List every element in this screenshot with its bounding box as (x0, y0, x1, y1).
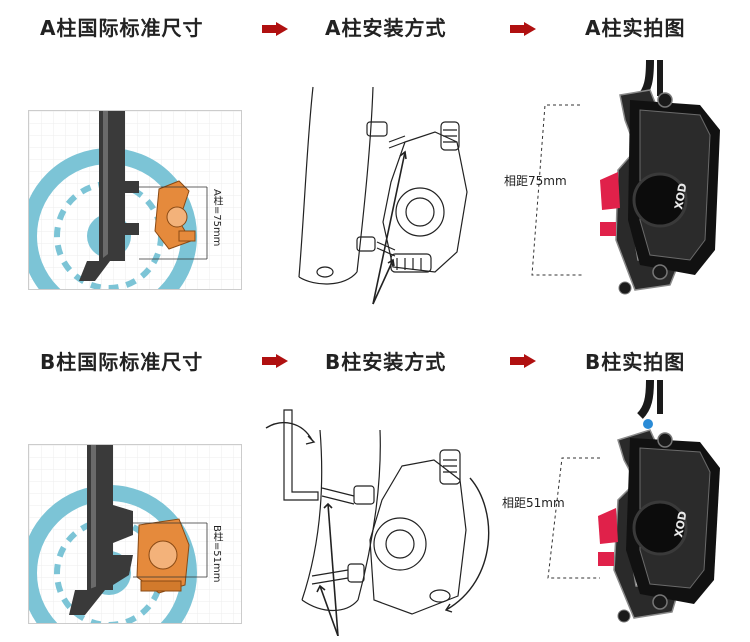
row-b-standard-diagram: B柱=51mm (28, 444, 242, 624)
row-a-distance-label: 相距75mm (504, 174, 567, 188)
caliper-adapter-icon (154, 180, 196, 250)
row-b-install-title: B柱安装方式 (325, 350, 447, 374)
brand-logo: XOD (672, 510, 689, 538)
brand-logo: XOD (672, 182, 689, 210)
row-a-photo-title: A柱实拍图 (585, 16, 686, 40)
row-b-distance-label: 相距51mm (502, 496, 565, 510)
row-a-photo: XOD 相距75mm (500, 59, 740, 320)
right-arrow-icon (262, 22, 288, 36)
right-arrow-icon (510, 354, 536, 368)
right-arrow-icon (262, 354, 288, 368)
row-a-install-diagram (285, 82, 485, 312)
right-arrow-icon (510, 22, 536, 36)
row-a-standard-title: A柱国际标准尺寸 (40, 16, 204, 40)
row-a-install-title: A柱安装方式 (325, 16, 447, 40)
row-a-standard-diagram: A柱=75mm (28, 110, 242, 290)
row-b-dimension-label: B柱=51mm (211, 525, 222, 583)
row-b-install-diagram (262, 400, 502, 637)
row-b-standard-title: B柱国际标准尺寸 (40, 350, 204, 374)
row-b-photo-title: B柱实拍图 (585, 350, 686, 374)
caliper-adapter-icon (136, 518, 190, 594)
row-b-photo: XOD 相距51mm (500, 379, 740, 638)
row-a-dimension-label: A柱=75mm (211, 189, 222, 247)
